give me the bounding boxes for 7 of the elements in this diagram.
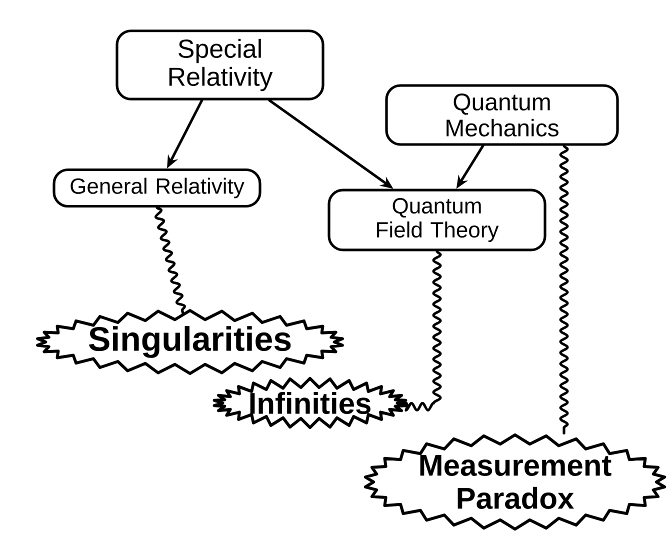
concept-box: Quantum Field Theory: [328, 188, 546, 252]
concept-box: Quantum Mechanics: [385, 84, 619, 146]
concept-box: General Relativity: [52, 168, 262, 208]
concept-box: Special Relativity: [116, 30, 324, 100]
problem-starburst: Measurement Paradox: [364, 433, 666, 531]
problem-starburst: Infinities: [212, 376, 408, 430]
problem-starburst: Singularities: [36, 308, 344, 376]
